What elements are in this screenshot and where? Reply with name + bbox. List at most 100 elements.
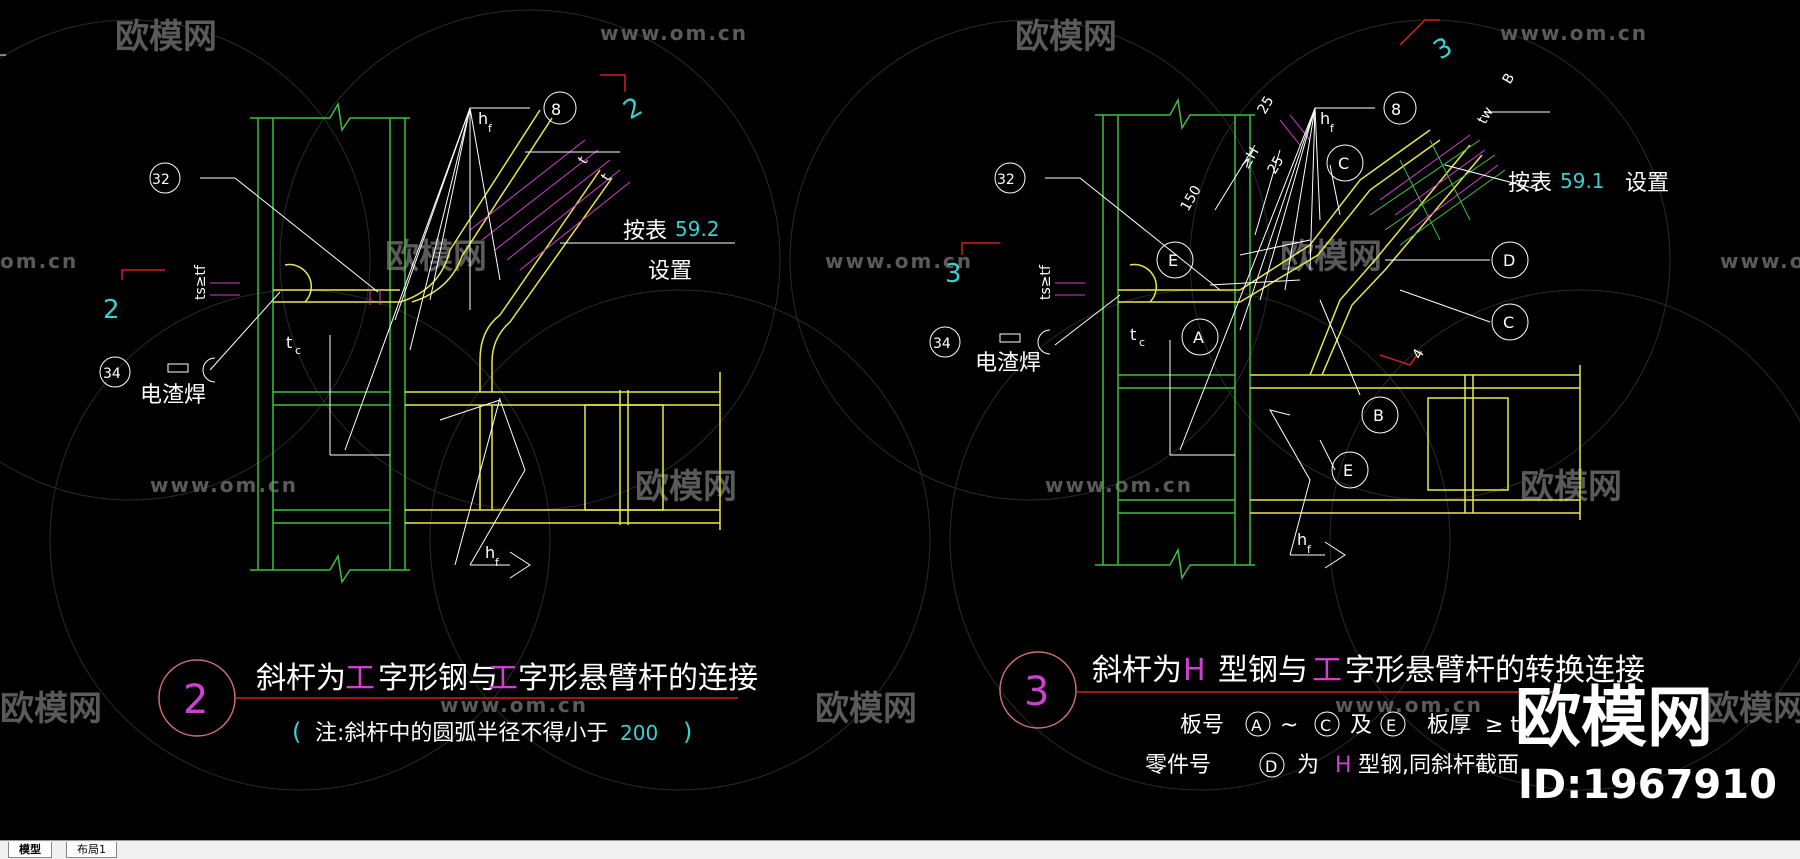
left-beam	[273, 109, 721, 530]
right-plate-tilde: ~	[1280, 713, 1298, 738]
left-hf-top-sub: f	[488, 122, 493, 135]
right-note-main: 按表	[1508, 171, 1552, 196]
left-hf-bottom: h	[485, 543, 495, 562]
right-part-label: 零件号	[1145, 753, 1211, 778]
right-weld-ref-8: 8	[1391, 100, 1401, 119]
left-section-number: 2	[103, 295, 120, 325]
watermark-url: www.om.cn	[1500, 21, 1648, 45]
right-section-number-top: 3	[1429, 32, 1458, 66]
right-detail: 8 32 34 电渣焊 h f h f t c 按表 59.1 设置 C E A…	[929, 19, 1669, 778]
watermark-url: www.om.cn	[440, 693, 588, 717]
left-note-paren-open: (	[292, 718, 301, 746]
right-plate-ge: ≥ t	[1485, 713, 1519, 738]
left-weld-ref-32: 32	[152, 172, 170, 188]
right-leaders	[1045, 107, 1550, 569]
right-label-b: B	[1373, 406, 1384, 425]
left-title-b: 工	[345, 661, 375, 696]
big-watermark-id: ID:1967910	[1518, 762, 1777, 808]
left-note-text: 注:斜杆中的圆弧半径不得小于	[315, 721, 608, 746]
left-hf-bottom-sub: f	[495, 556, 500, 569]
left-title-d: 工	[488, 661, 518, 696]
right-dim-25b: 25	[1255, 94, 1278, 117]
left-column	[250, 101, 410, 585]
right-plate-c: C	[1320, 716, 1331, 735]
layout-tab-bar: 模型 布局1	[0, 840, 1800, 859]
right-brace-grid	[1369, 139, 1506, 246]
watermark-url: om.cn	[0, 249, 78, 273]
big-watermark-brand: 欧模网	[1515, 679, 1713, 756]
tab-model[interactable]: 模型	[8, 842, 52, 858]
left-note-main: 按表	[623, 219, 667, 244]
right-note-value: 59.1	[1560, 169, 1605, 193]
left-title-number: 2	[183, 677, 208, 723]
right-dim-tw: tw	[1475, 104, 1497, 127]
left-detail: 8 32 34 电渣焊 h f h f t c 按表 59.2 设置 t t t…	[99, 74, 758, 746]
left-title-a: 斜杆为	[256, 661, 346, 696]
right-label-a: A	[1193, 328, 1204, 347]
right-weld-ref-34: 34	[933, 336, 951, 352]
right-plate-a: A	[1251, 716, 1262, 735]
right-section-marks	[961, 19, 1440, 366]
right-title-c: 型钢与	[1218, 653, 1308, 688]
watermark-url: www.om.cn	[1720, 249, 1800, 273]
left-section-marks	[121, 74, 626, 280]
right-part-d: D	[1265, 757, 1277, 776]
right-weld-ref-32: 32	[997, 172, 1015, 188]
right-dim-25a: 25	[1265, 154, 1288, 177]
right-label-e1: E	[1168, 251, 1178, 270]
left-weld-ref-34: 34	[103, 366, 121, 382]
right-title-e: 字形悬臂杆的转换连接	[1345, 653, 1645, 688]
right-label-c2: C	[1503, 313, 1514, 332]
right-tc-label: t	[1130, 325, 1136, 344]
watermark-brand: 欧模网	[0, 689, 102, 729]
left-ts-tf-label: ts≥tf	[193, 264, 209, 300]
big-watermark: 欧模网 ID:1967910	[1515, 679, 1777, 808]
left-tc-sub: c	[295, 344, 301, 357]
right-hf-bottom: h	[1297, 530, 1307, 549]
left-title-circle	[158, 659, 236, 737]
right-note-set: 设置	[1625, 171, 1669, 196]
right-hf-top: h	[1320, 109, 1330, 128]
watermark-brand: 欧模网	[1520, 467, 1622, 507]
right-electroslag-label: 电渣焊	[975, 351, 1041, 376]
watermark-url: www.om.cn	[1335, 693, 1483, 717]
right-part-rest: 型钢,同斜杆截面	[1358, 753, 1519, 778]
watermark-url: www.om.cn	[600, 21, 748, 45]
right-column	[1095, 97, 1255, 581]
watermark-brand: 欧模网	[1015, 17, 1117, 57]
watermark-logos: 欧模网 欧模网 欧模网 欧模网 欧模网 欧模网 欧模网 欧模网 欧模网	[0, 17, 1800, 729]
right-title-number: 3	[1024, 669, 1049, 715]
right-plate-label: 板号	[1180, 713, 1224, 738]
left-title-e: 字形悬臂杆的连接	[518, 661, 758, 696]
watermark-url: www.om.cn	[825, 249, 973, 273]
left-brace-bolts	[210, 139, 631, 305]
right-part-is: 为	[1297, 753, 1319, 778]
right-label-d: D	[1503, 251, 1515, 270]
right-plate-and: 及	[1350, 713, 1372, 738]
watermark-urls: www.om.cn www.om.cn om.cn www.om.cn www.…	[0, 21, 1800, 717]
watermark-brand: 欧模网	[815, 689, 917, 729]
watermark-url: www.om.cn	[150, 473, 298, 497]
left-note-paren-close: )	[683, 718, 692, 746]
cad-drawing-canvas[interactable]: 欧模网 欧模网 欧模网 欧模网 欧模网 欧模网 欧模网 欧模网 欧模网 www.…	[0, 0, 1800, 840]
left-weld-ref-8: 8	[551, 100, 561, 119]
right-callout-circles	[929, 91, 1529, 489]
right-plate-e: E	[1386, 716, 1396, 735]
right-section-number: 3	[945, 259, 962, 289]
right-brace-bolts	[1055, 114, 1499, 296]
watermark-brand: 欧模网	[635, 467, 737, 507]
right-title-a: 斜杆为	[1092, 653, 1182, 688]
left-note-set: 设置	[648, 259, 692, 284]
watermark-brand: 欧模网	[1705, 689, 1800, 729]
left-leaders	[200, 107, 735, 579]
left-electroslag-label: 电渣焊	[140, 383, 206, 408]
right-hf-top-sub: f	[1330, 122, 1335, 135]
left-t-label: t	[598, 170, 615, 184]
right-title-b: H	[1183, 653, 1206, 688]
right-label-e2: E	[1343, 461, 1353, 480]
right-part-h: H	[1335, 753, 1352, 778]
left-note-value: 59.2	[675, 217, 720, 241]
right-title-circle	[999, 651, 1077, 729]
tab-layout1[interactable]: 布局1	[66, 842, 117, 858]
left-callout-circles	[99, 91, 577, 388]
